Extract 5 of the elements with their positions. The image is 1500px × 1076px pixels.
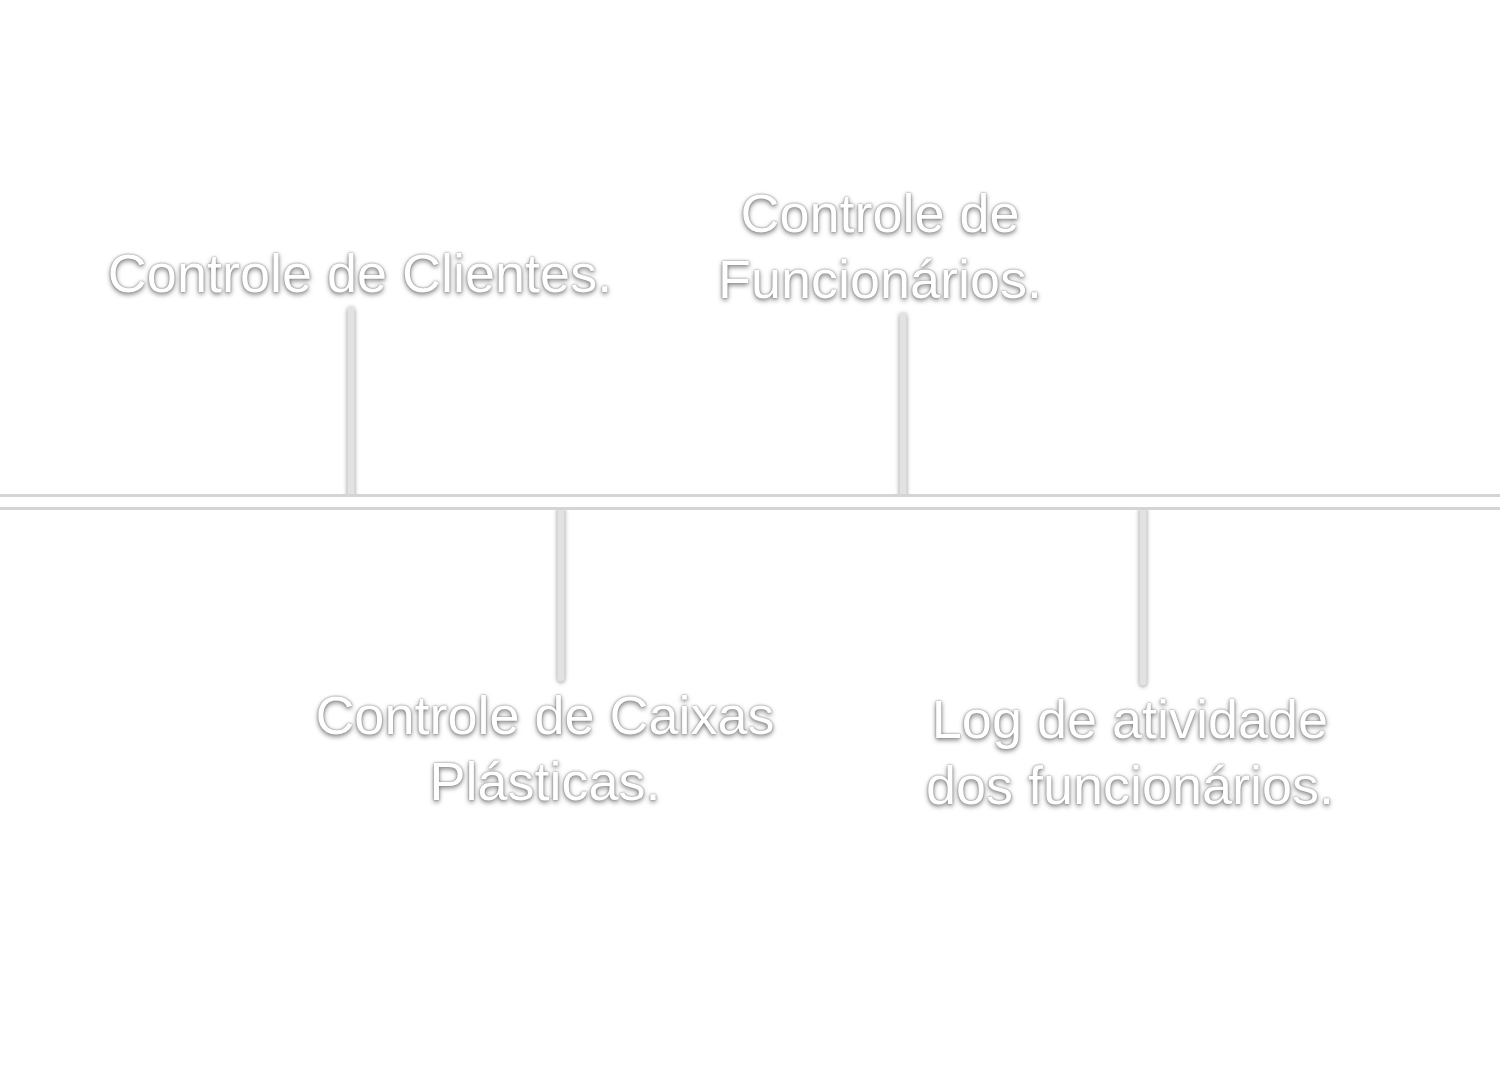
timeline-label: Controle de Caixas Plásticas. <box>270 682 820 814</box>
timeline-label: Controle de Clientes. <box>70 240 650 306</box>
timeline-bar <box>0 494 1500 510</box>
timeline-label: Controle de Funcionários. <box>690 180 1070 312</box>
timeline-label: Log de atividade dos funcionários. <box>900 686 1360 818</box>
